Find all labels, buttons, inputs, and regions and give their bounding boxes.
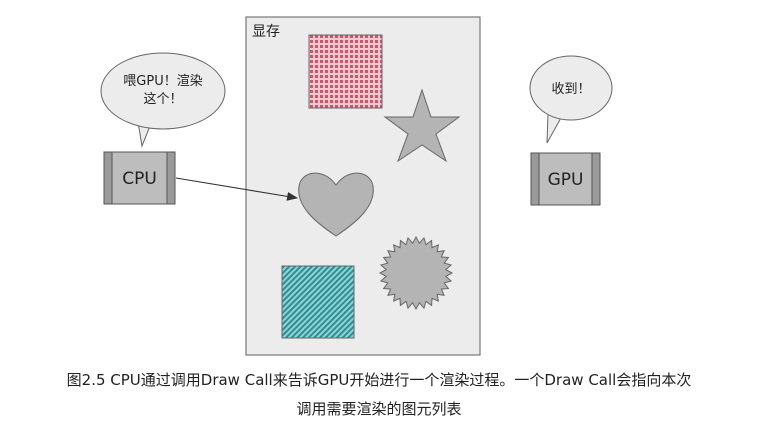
gpu-bubble-text: 收到！ bbox=[551, 82, 590, 97]
checker-square bbox=[308, 34, 383, 109]
cpu-speech-bubble: 喂GPU！渲染 这个！ bbox=[100, 52, 226, 148]
cpu-box: CPU bbox=[103, 151, 176, 205]
video-memory-label: 显存 bbox=[252, 24, 280, 40]
gpu-speech-bubble: 收到！ bbox=[529, 55, 613, 144]
figure-caption-line-2: 调用需要渲染的图元列表 bbox=[296, 400, 462, 418]
gpu-label: GPU bbox=[548, 170, 584, 190]
draw-call-arrow bbox=[175, 177, 299, 201]
figure-diagram: 显存 CPU GPU 喂GPU！渲染 这个！ 收到！ bbox=[100, 16, 613, 356]
star-shape bbox=[383, 88, 461, 163]
gpu-box: GPU bbox=[530, 152, 601, 206]
heart-shape bbox=[298, 172, 374, 237]
figure-caption-line-1: 图2.5 CPU通过调用Draw Call来告诉GPU开始进行一个渲染过程。一个… bbox=[66, 371, 692, 389]
starburst-shape bbox=[378, 235, 454, 311]
cpu-bubble-text-line2: 这个！ bbox=[143, 91, 182, 107]
cpu-label: CPU bbox=[122, 169, 157, 189]
hatched-square bbox=[281, 265, 355, 339]
cpu-bubble-text-line1: 喂GPU！渲染 bbox=[123, 74, 202, 89]
